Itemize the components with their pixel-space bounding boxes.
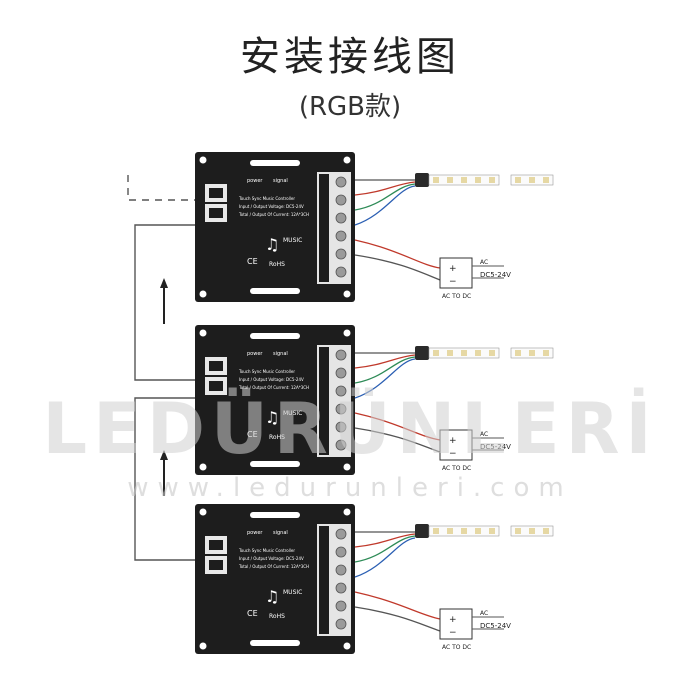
power-supply-2: + − AC DC5-24V AC TO DC [439,429,511,472]
svg-text:+: + [449,264,457,274]
watermark-brand: LEDÜRÜNLERİ [42,388,657,470]
svg-text:RoHS: RoHS [269,434,285,441]
svg-text:CE: CE [247,430,258,439]
controller-2: power signal Touch Sync Music Controller… [194,324,356,476]
power-supply-3: + − AC DC5-24V AC TO DC [439,608,511,651]
watermark-url: www.ledurunleri.com [127,473,572,503]
svg-text:Input / Output Voltage: DC5-24: Input / Output Voltage: DC5-24V [239,556,304,561]
svg-text:Touch Sync Music Controller: Touch Sync Music Controller [238,548,295,553]
svg-text:AC TO DC: AC TO DC [442,465,471,472]
svg-text:power: power [247,351,263,357]
svg-text:MUSIC: MUSIC [283,589,302,596]
svg-text:+: + [449,615,457,625]
label-input: Input / Output Voltage: DC5-24V [239,204,304,209]
label-signal: signal [273,178,288,184]
svg-text:signal: signal [273,530,288,536]
diagram-subtitle: (RGB款) [298,92,402,122]
svg-text:DC5-24V: DC5-24V [480,622,511,630]
label-ce: CE [247,257,258,266]
svg-text:RoHS: RoHS [269,613,285,620]
svg-text:DC5-24V: DC5-24V [480,443,511,451]
led-strip-3 [414,523,554,539]
svg-text:CE: CE [247,609,258,618]
svg-text:AC: AC [480,431,488,438]
controller-3: power signal Touch Sync Music Controller… [194,503,356,655]
diagram-title: 安装接线图 [240,34,460,80]
svg-text:+: + [449,436,457,446]
svg-text:Touch Sync Music Controller: Touch Sync Music Controller [238,369,295,374]
svg-text:−: − [449,277,457,287]
svg-text:DC5-24V: DC5-24V [480,271,511,279]
svg-text:signal: signal [273,351,288,357]
svg-text:Total / Output Of Current: 12A: Total / Output Of Current: 12A*3CH [238,385,309,390]
svg-text:AC TO DC: AC TO DC [442,293,471,300]
label-music: MUSIC [283,237,302,244]
label-rohs: RoHS [269,261,285,268]
svg-text:power: power [247,530,263,536]
controller-1: power signal Touch Sync Music Controller… [194,151,356,303]
svg-text:AC TO DC: AC TO DC [442,644,471,651]
svg-text:Total / Output Of Current: 12A: Total / Output Of Current: 12A*3CH [238,564,309,569]
power-supply-1: + − AC DC5-24V AC TO DC [439,257,511,300]
label-total: Total / Output Of Current: 12A*3CH [238,212,309,217]
svg-text:AC: AC [480,259,488,266]
svg-text:−: − [449,449,457,459]
led-strip-2 [414,345,554,361]
svg-text:−: − [449,628,457,638]
svg-text:AC: AC [480,610,488,617]
label-power: power [247,178,263,184]
led-strip-1 [414,172,554,188]
svg-text:Input / Output Voltage: DC5-24: Input / Output Voltage: DC5-24V [239,377,304,382]
svg-text:MUSIC: MUSIC [283,410,302,417]
label-product: Touch Sync Music Controller [238,196,295,201]
